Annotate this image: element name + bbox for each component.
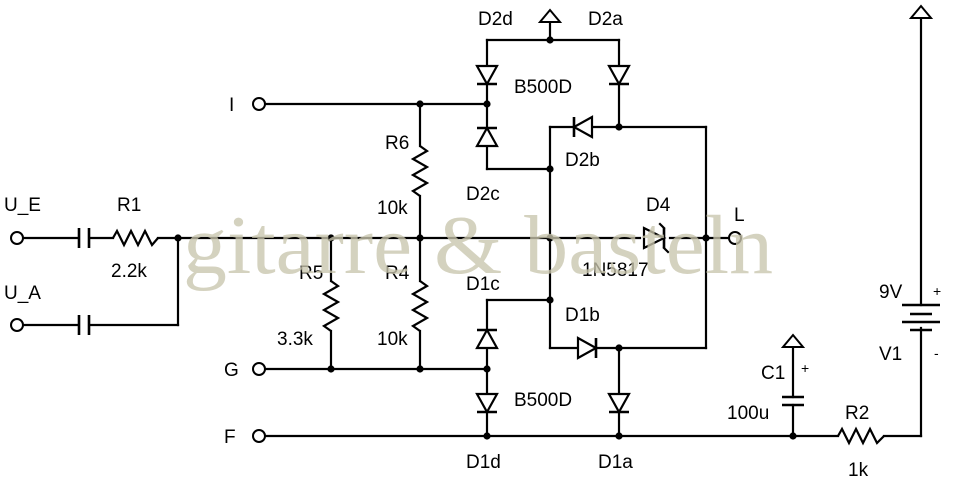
supply-arrow-c1 [780, 333, 806, 348]
label-r2-value: 1k [848, 460, 869, 481]
label-r6: R6 [385, 133, 409, 154]
label-r4: R4 [385, 263, 410, 284]
label-r5-value: 3.3k [277, 329, 313, 350]
label-d1b: D1b [565, 305, 600, 326]
resistor-r5 [321, 280, 341, 332]
label-v1-plus: + [933, 283, 941, 299]
supply-arrow-bridge [537, 8, 563, 23]
label-v1-value: 9V [879, 282, 903, 303]
labels: U_E U_A R1 2.2k R6 10k R5 3.3k R4 10k I … [4, 9, 941, 481]
diode-d1d [475, 392, 499, 415]
label-i: I [229, 95, 234, 116]
resistor-r4 [410, 280, 430, 332]
supply-arrow-battery [908, 4, 934, 19]
diode-d2a [607, 64, 631, 87]
label-r5: R5 [299, 263, 323, 284]
label-c1-plus: + [801, 360, 809, 376]
label-r6-value: 10k [377, 198, 408, 219]
watermark: gitarre & basteln [183, 199, 773, 292]
label-r1: R1 [117, 195, 141, 216]
resistor-r1 [112, 228, 159, 248]
label-bridge-bottom: B500D [514, 390, 572, 411]
diode-d1a [607, 392, 631, 415]
battery-v1 [902, 303, 940, 332]
input-capacitor-ua [77, 315, 91, 335]
junctions [174, 36, 797, 440]
terminal-l [728, 231, 742, 245]
terminal-i [252, 97, 266, 111]
label-c1: C1 [761, 363, 785, 384]
label-r1-value: 2.2k [111, 261, 147, 282]
input-capacitor-ue [77, 228, 91, 248]
diode-d4-schottky [642, 222, 670, 254]
label-d2b: D2b [565, 150, 600, 171]
label-c1-value: 100u [727, 403, 769, 424]
terminal-u-e [10, 231, 24, 245]
label-d1d: D1d [466, 452, 501, 473]
label-f: F [224, 427, 236, 448]
resistor-r2 [837, 426, 885, 446]
label-d1c: D1c [466, 274, 500, 295]
label-d2c: D2c [466, 184, 500, 205]
diode-d2b [571, 115, 594, 139]
terminal-f [252, 429, 266, 443]
label-d1a: D1a [598, 452, 633, 473]
diode-d2c [475, 125, 499, 148]
label-r2: R2 [845, 403, 869, 424]
diode-d1c [475, 327, 499, 350]
label-v1-minus: - [934, 345, 939, 361]
label-bridge-top: B500D [514, 77, 572, 98]
resistor-r6 [410, 145, 430, 197]
label-g: G [224, 360, 239, 381]
label-u-e: U_E [4, 195, 41, 216]
capacitor-c1 [782, 395, 804, 407]
label-d2d: D2d [478, 9, 513, 30]
terminal-g [252, 362, 266, 376]
terminal-u-a [10, 318, 24, 332]
label-v1: V1 [879, 344, 902, 365]
diode-d1b [576, 336, 599, 360]
label-d4: D4 [646, 195, 671, 216]
label-u-a: U_A [4, 283, 41, 304]
diode-d2d [475, 64, 499, 87]
label-d4-value: 1N5817 [582, 260, 649, 281]
label-d2a: D2a [588, 9, 623, 30]
label-l: L [734, 205, 745, 226]
label-r4-value: 10k [377, 329, 408, 350]
